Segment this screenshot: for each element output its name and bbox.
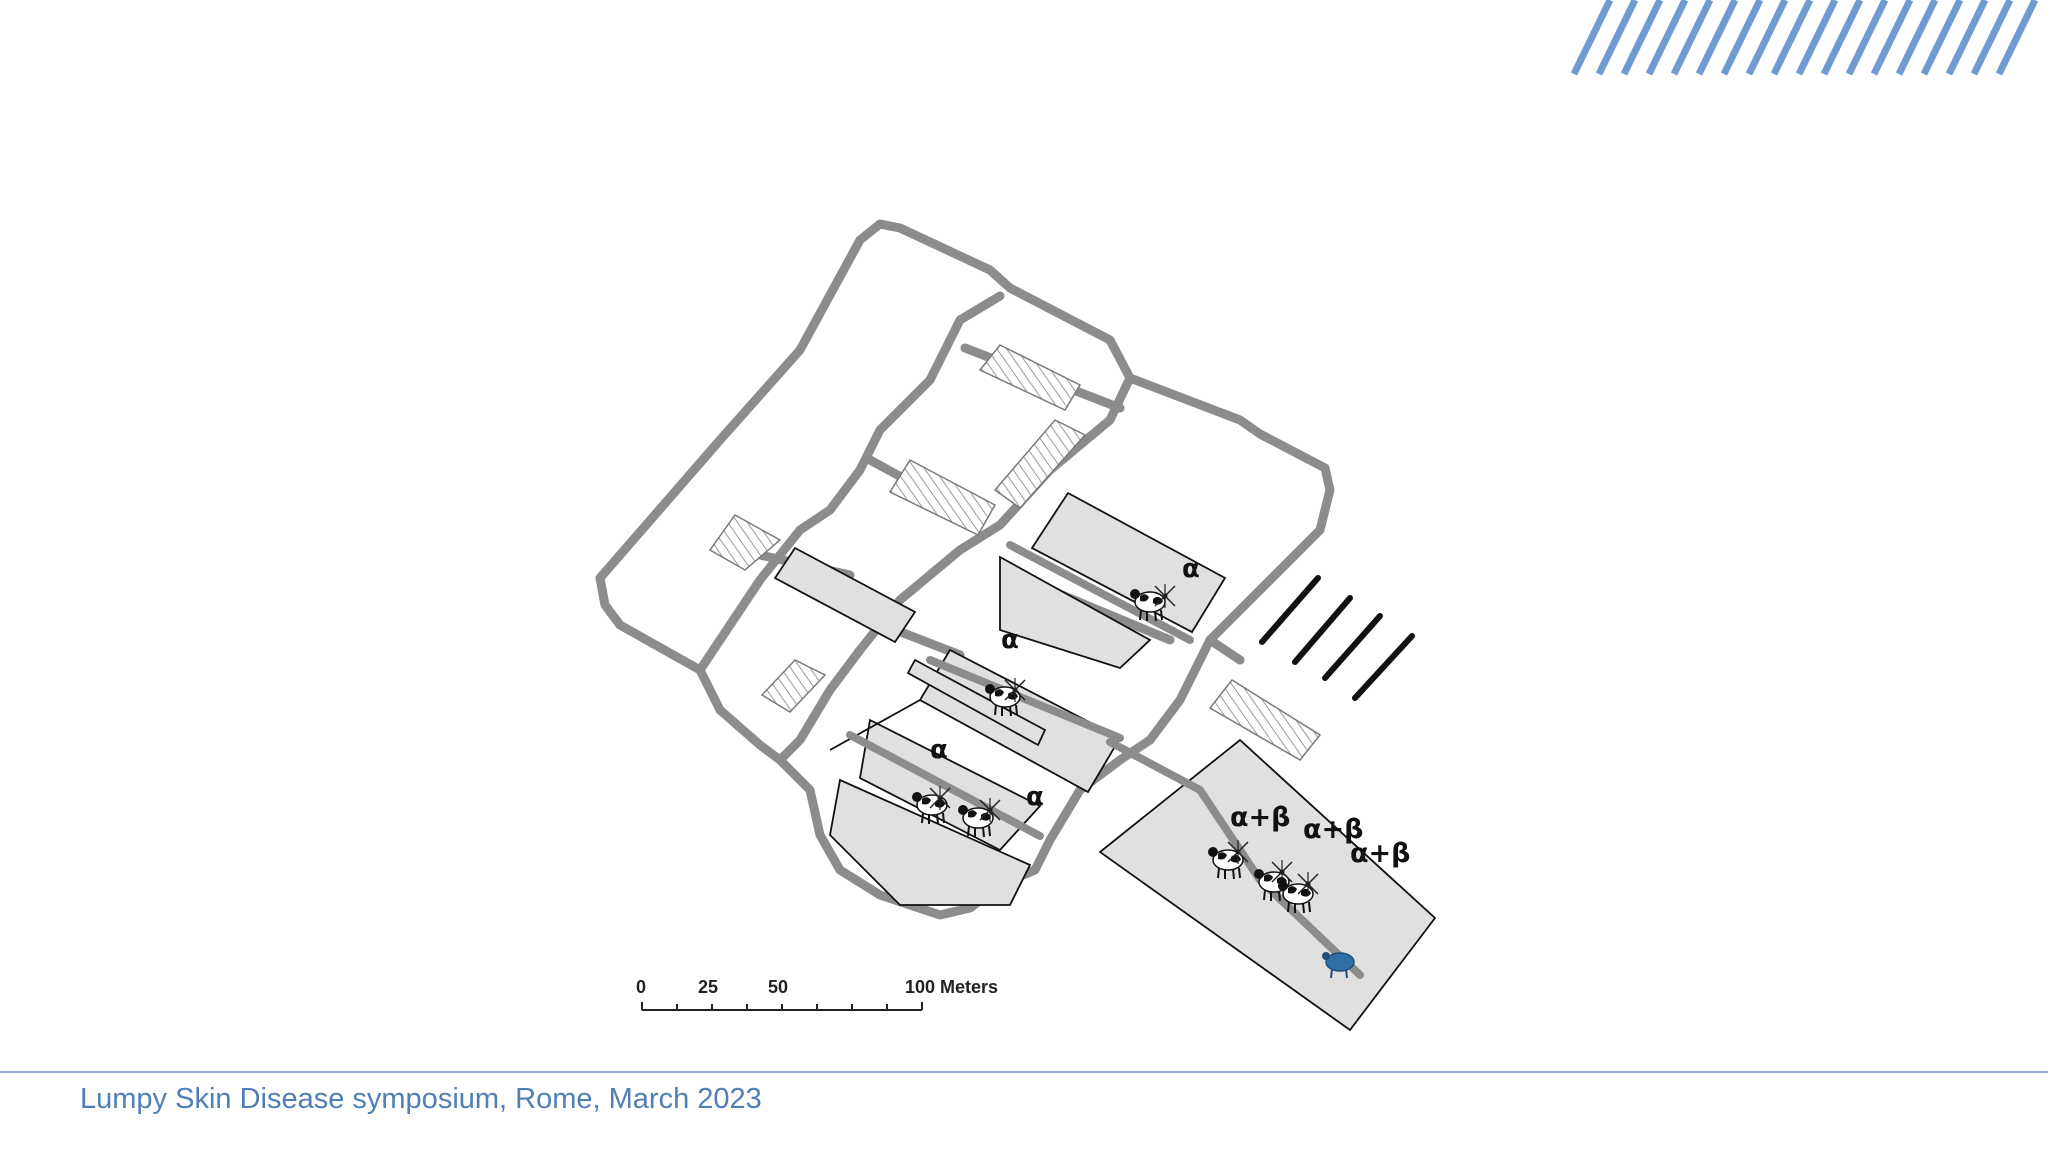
scale-tick-label: 25 <box>698 977 718 997</box>
alpha-label: α <box>1001 625 1019 655</box>
hatched-shed-icon <box>760 659 827 713</box>
hatched-shed-icon <box>993 419 1087 510</box>
hatched-sheds <box>708 344 1322 761</box>
hatched-shed-icon <box>1208 679 1322 761</box>
windbreak-icon <box>1322 613 1383 681</box>
hatched-shed-icon <box>978 344 1082 411</box>
alpha-label: α <box>1026 782 1044 812</box>
decorative-stripes <box>1570 0 2039 76</box>
alpha-beta-label: α+β <box>1350 838 1411 869</box>
hatched-shed-icon <box>708 514 782 571</box>
windbreak-icon <box>1259 575 1321 645</box>
infection-labels: α α α α α+β α+β α+β <box>930 554 1411 869</box>
scale-tick-label: 50 <box>768 977 788 997</box>
cattle <box>911 583 1355 979</box>
scale-bar: 0 25 50 100 Meters <box>636 977 998 1011</box>
alpha-beta-label: α+β <box>1230 802 1291 833</box>
scale-tick-label: 0 <box>636 977 646 997</box>
footer-divider <box>0 1071 2048 1073</box>
farm-boundary <box>595 219 1335 920</box>
scale-end-label: 100 Meters <box>905 977 998 997</box>
alpha-beta-label: α+β <box>1303 814 1364 845</box>
feed-lanes <box>846 541 1364 979</box>
cow-icon <box>1129 588 1166 622</box>
alpha-label: α <box>1182 554 1200 584</box>
alpha-label: α <box>930 735 948 765</box>
highlight-animal <box>1322 952 1355 979</box>
windbreak-icon <box>1352 633 1415 701</box>
windbreaks <box>1259 575 1415 701</box>
footer-caption: Lumpy Skin Disease symposium, Rome, Marc… <box>80 1083 762 1115</box>
hatched-shed-icon <box>888 459 997 536</box>
windbreak-icon <box>1292 595 1353 665</box>
